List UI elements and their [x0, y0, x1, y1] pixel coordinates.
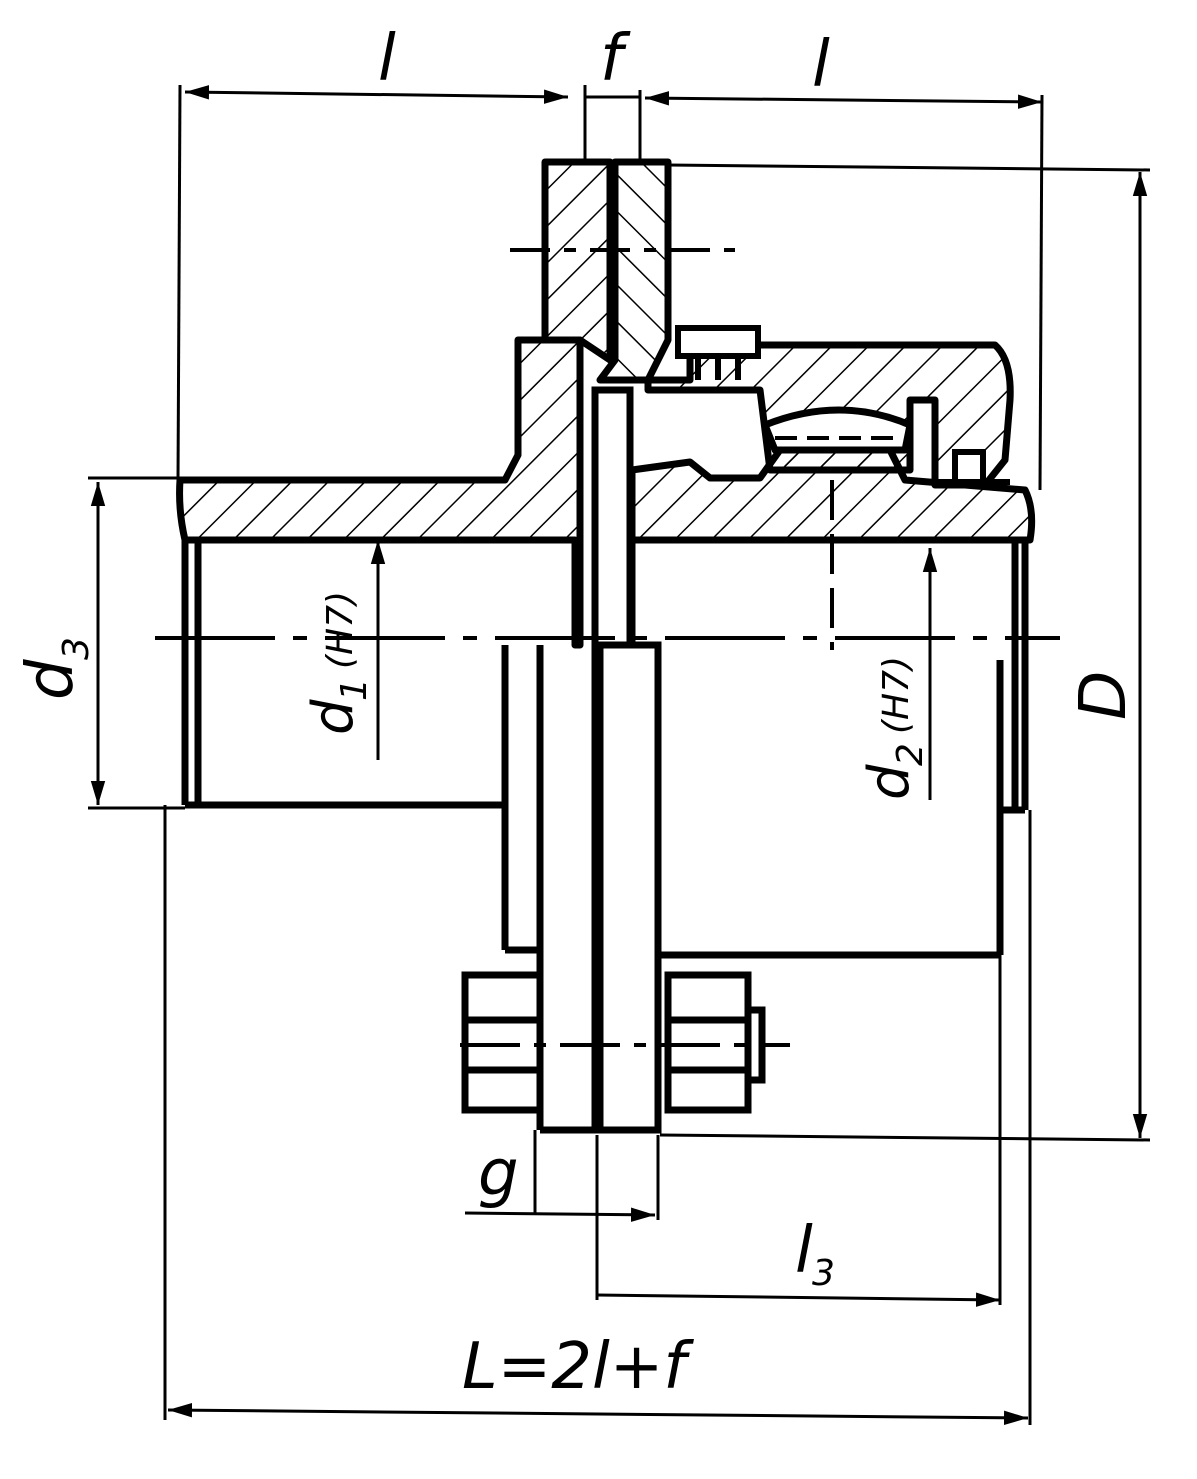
- friction-pad: [761, 406, 914, 454]
- label-d1: d 1 (H7): [301, 591, 375, 735]
- svg-text:2: 2: [890, 743, 931, 766]
- set-screw: [675, 325, 761, 380]
- svg-text:3: 3: [56, 637, 97, 660]
- svg-text:1: 1: [334, 678, 375, 701]
- label-l-right: l: [812, 28, 830, 102]
- label-l-left: l: [378, 22, 396, 96]
- svg-text:D: D: [1067, 671, 1141, 720]
- label-f: f: [600, 22, 631, 96]
- left-hub: [176, 336, 584, 1130]
- flange-ring: [541, 158, 672, 384]
- dimension-lines: [88, 84, 1151, 1425]
- left-hub-section: [176, 336, 584, 649]
- nut-left: [461, 971, 544, 1114]
- svg-text:d: d: [857, 764, 922, 800]
- svg-text:d: d: [301, 699, 366, 735]
- nut-right: [664, 971, 752, 1114]
- center-lines: [155, 248, 1060, 1047]
- svg-text:(H7): (H7): [876, 656, 917, 734]
- label-l3: l 3: [795, 1214, 835, 1294]
- svg-text:l: l: [795, 1214, 813, 1288]
- bolt-assembly: [461, 971, 766, 1134]
- label-L-formula: L=2l+f: [462, 1330, 694, 1404]
- svg-text:d: d: [14, 659, 88, 700]
- label-d2: d 2 (H7): [857, 656, 931, 800]
- labels: l f l d 3 d 1 (H7) d 2 (H7) D g l 3 L=2l…: [14, 22, 1141, 1404]
- label-D: D: [1067, 671, 1141, 720]
- svg-text:3: 3: [812, 1253, 835, 1294]
- svg-text:(H7): (H7): [320, 591, 361, 669]
- label-d3: d 3: [14, 637, 97, 700]
- label-g: g: [478, 1137, 519, 1211]
- pin: [935, 449, 1010, 485]
